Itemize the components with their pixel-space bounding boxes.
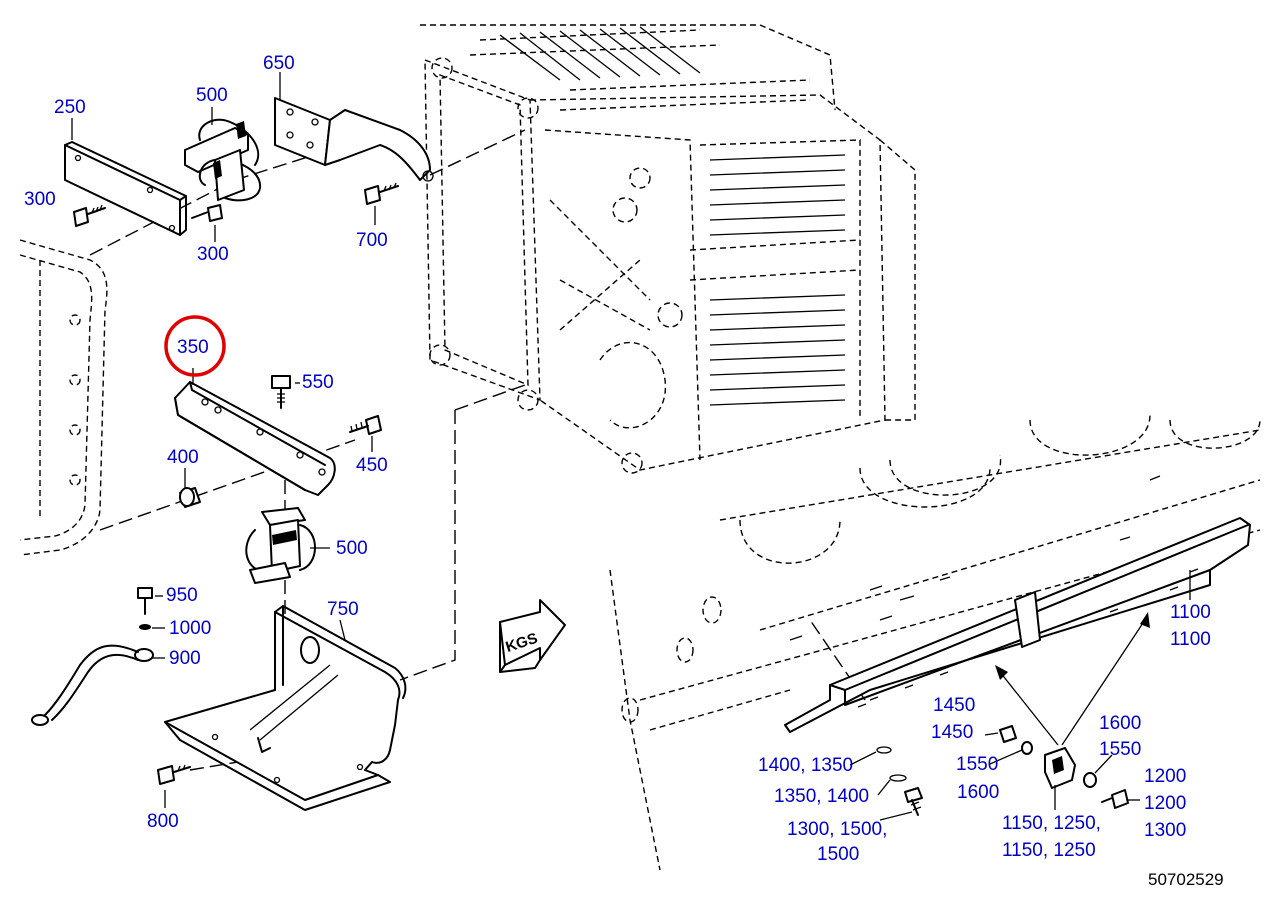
label-1400-1350[interactable]: 1400, 1350	[758, 755, 854, 776]
washer-1000	[139, 624, 151, 630]
label-1550-a[interactable]: 1550	[1099, 739, 1142, 760]
label-500-upper[interactable]: 500	[196, 85, 228, 106]
label-400[interactable]: 400	[167, 447, 199, 468]
label-1600-a[interactable]: 1600	[1099, 713, 1142, 734]
label-1000[interactable]: 1000	[169, 618, 212, 639]
label-500-lower[interactable]: 500	[336, 538, 368, 559]
kgs-direction-marker: KGS	[499, 599, 566, 673]
radiator-assembly	[420, 24, 916, 474]
frame-member	[19, 239, 108, 556]
bracket-350	[174, 381, 336, 496]
label-1550-b[interactable]: 1550	[956, 754, 999, 775]
label-950[interactable]: 950	[166, 585, 198, 606]
bolt-300-left	[73, 204, 106, 227]
label-300-left[interactable]: 300	[24, 189, 56, 210]
bolt-550	[271, 375, 291, 409]
plate-250	[64, 141, 187, 236]
bolt-300-center	[191, 204, 223, 222]
washer-1600	[1083, 772, 1097, 788]
label-250[interactable]: 250	[54, 97, 86, 118]
label-550[interactable]: 550	[302, 372, 334, 393]
label-450[interactable]: 450	[356, 455, 388, 476]
ground-cable-900	[31, 644, 154, 726]
clamp-500-lower	[245, 507, 316, 584]
label-900[interactable]: 900	[169, 648, 201, 669]
washer-1550	[1021, 741, 1033, 755]
hardware-1350-1400	[876, 746, 923, 816]
label-1100-a[interactable]: 1100	[1170, 602, 1211, 623]
spacer-400	[179, 487, 201, 508]
label-1450-b[interactable]: 1450	[931, 722, 974, 743]
clip-1150	[1044, 747, 1076, 789]
label-750[interactable]: 750	[327, 599, 359, 620]
clamp-500-upper	[184, 118, 262, 202]
label-1200-a[interactable]: 1200	[1144, 766, 1187, 787]
label-650[interactable]: 650	[263, 53, 295, 74]
bar-1100	[784, 517, 1251, 733]
label-300-center[interactable]: 300	[197, 244, 229, 265]
label-1600-b[interactable]: 1600	[957, 782, 1000, 803]
bolt-1200	[1101, 789, 1129, 809]
label-1450-a[interactable]: 1450	[933, 695, 976, 716]
label-1200-b[interactable]: 1200	[1144, 793, 1187, 814]
label-1150-1250-b[interactable]: 1150, 1250	[1002, 840, 1096, 861]
bracket-650	[274, 97, 434, 182]
label-1300[interactable]: 1300	[1144, 820, 1187, 841]
bolt-950	[137, 587, 153, 615]
bolt-450	[349, 415, 382, 435]
label-700[interactable]: 700	[356, 230, 388, 251]
label-1300-1500[interactable]: 1300, 1500,	[787, 819, 888, 840]
label-1500[interactable]: 1500	[817, 844, 860, 865]
label-800[interactable]: 800	[147, 811, 179, 832]
label-leaders	[71, 72, 1191, 821]
highlight-circle-350	[164, 315, 226, 377]
label-1350-1400[interactable]: 1350, 1400	[774, 786, 870, 807]
arrows-1100	[995, 612, 1150, 746]
label-350[interactable]: 350	[177, 337, 209, 358]
bolt-800	[157, 764, 191, 785]
nut-1450	[999, 725, 1017, 743]
document-number: 50702529	[1148, 870, 1224, 889]
label-1100-b[interactable]: 1100	[1170, 629, 1211, 650]
bolt-700	[364, 182, 399, 205]
bracket-750	[164, 605, 407, 811]
label-1150-1250-a[interactable]: 1150, 1250,	[1002, 813, 1101, 834]
